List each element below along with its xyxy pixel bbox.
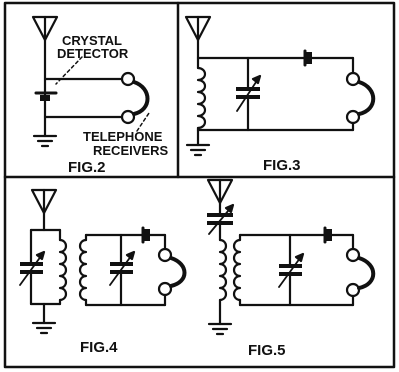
coil-icon <box>196 56 207 132</box>
fig4-circuit <box>19 188 187 335</box>
antenna-icon <box>31 15 59 42</box>
telephone-receivers-icon <box>345 71 376 125</box>
figure-caption-2: FIG.2 <box>68 159 106 176</box>
leader-line-detector <box>55 56 83 85</box>
figure-caption-5: FIG.5 <box>248 342 286 359</box>
crystal-detector-icon <box>34 77 64 101</box>
label-receivers: RECEIVERS <box>93 143 168 158</box>
fig5-circuit <box>206 178 376 336</box>
coil-icon <box>58 228 68 306</box>
telephone-receivers-icon <box>157 247 187 297</box>
fig3-circuit <box>184 15 376 157</box>
label-detector: DETECTOR <box>57 46 129 61</box>
crystal-detector-icon <box>141 226 150 244</box>
diagram-frame <box>3 1 396 369</box>
ground-icon <box>32 134 58 148</box>
antenna-icon <box>206 178 234 205</box>
ground-icon <box>185 143 211 157</box>
variable-capacitor-icon <box>109 250 136 286</box>
variable-capacitor-icon <box>207 203 235 235</box>
crystal-detector-icon <box>323 226 332 244</box>
label-telephone: TELEPHONE <box>83 129 163 144</box>
figure-caption-3: FIG.3 <box>263 157 301 174</box>
ground-icon <box>207 322 233 336</box>
leader-line-receivers <box>136 112 150 132</box>
coil-icon <box>218 238 228 326</box>
fig2-circuit <box>31 15 150 148</box>
telephone-receivers-icon <box>120 71 150 125</box>
figure-caption-4: FIG.4 <box>80 339 118 356</box>
variable-capacitor-icon <box>278 252 305 288</box>
telephone-receivers-icon <box>345 247 376 298</box>
variable-capacitor-icon <box>236 74 262 112</box>
coil-icon <box>78 233 88 307</box>
coil-icon <box>232 233 242 307</box>
crystal-detector-icon <box>303 49 312 67</box>
ground-icon <box>31 321 57 335</box>
label-crystal: CRYSTAL <box>62 33 122 48</box>
variable-capacitor-icon <box>19 250 46 286</box>
antenna-icon <box>184 15 212 42</box>
antenna-icon <box>30 188 58 215</box>
